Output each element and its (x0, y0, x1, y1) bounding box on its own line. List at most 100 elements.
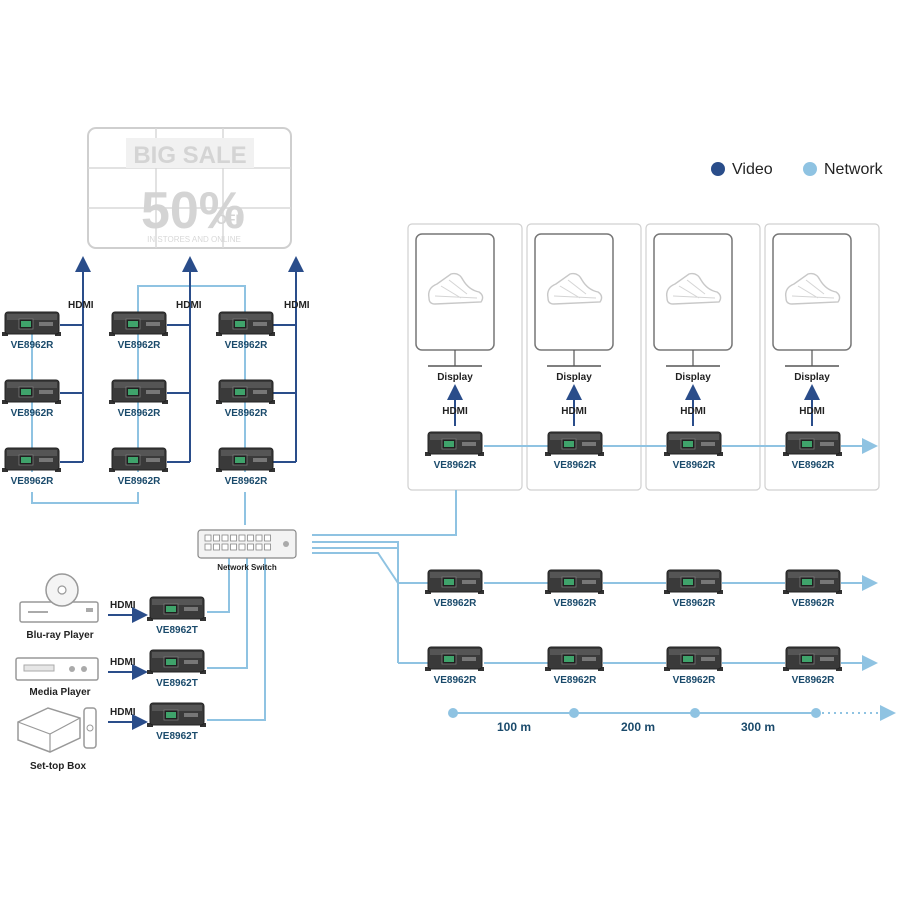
hdmi-label-bluray: HDMI (110, 600, 136, 611)
receiver-label: VE8962R (118, 476, 162, 487)
transmitter-label: VE8962T (156, 678, 198, 689)
display-screen (415, 233, 495, 351)
video-legend-label: Video (732, 161, 773, 178)
switch-port (213, 534, 220, 542)
receiver-label: VE8962R (673, 460, 717, 471)
display-screen (772, 233, 852, 351)
display-label: Display (794, 372, 830, 383)
receiver-device: VE8962R (2, 379, 61, 419)
network-trunks (312, 438, 878, 671)
receiver-device: VE8962R (216, 447, 275, 487)
wall-percent: 50% (141, 182, 245, 240)
bluray-label: Blu-ray Player (26, 630, 93, 641)
bluray-player-icon (19, 573, 99, 623)
video-wall: BIG SALE 50% OFF IN STORES AND ONLINE (87, 127, 292, 249)
receiver-device: VE8962R (2, 311, 61, 351)
network-legend-label: Network (824, 161, 884, 178)
display-label: Display (675, 372, 711, 383)
receiver-label: VE8962R (11, 408, 55, 419)
network-switch: Network Switch (197, 529, 297, 572)
switch-port (264, 543, 271, 551)
transmitter-device: VE8962T (147, 702, 206, 742)
display-screen (534, 233, 614, 351)
wall-off: OFF (216, 211, 244, 227)
receiver-label: VE8962R (225, 340, 269, 351)
media-player-icon (15, 657, 99, 681)
receiver-device: VE8962R (664, 646, 723, 686)
switch-port (221, 543, 229, 551)
legend: Video Network (711, 161, 884, 178)
video-legend-dot (711, 162, 725, 176)
receiver-device: VE8962R (545, 431, 604, 471)
receiver-device: VE8962R (545, 569, 604, 609)
transmitter-label: VE8962T (156, 625, 198, 636)
switch-port (255, 534, 263, 542)
switch-port (255, 543, 263, 551)
transmitter-label: VE8962T (156, 731, 198, 742)
hdmi-label-settop: HDMI (110, 707, 136, 718)
distance-marker-1 (569, 708, 579, 718)
hdmi-label-wall-3: HDMI (284, 300, 310, 311)
hdmi-label-display: HDMI (442, 406, 468, 417)
switch-led (283, 541, 289, 547)
hdmi-label-display: HDMI (561, 406, 587, 417)
receiver-device: VE8962R (664, 431, 723, 471)
switch-port (238, 534, 246, 542)
transmitter-device: VE8962T (147, 649, 206, 689)
hdmi-label-wall-2: HDMI (176, 300, 202, 311)
receiver-device: VE8962R (425, 569, 484, 609)
receiver-label: VE8962R (434, 675, 478, 686)
hdmi-label-display: HDMI (799, 406, 825, 417)
hdmi-label-media: HDMI (110, 657, 136, 668)
switch-port (204, 543, 212, 551)
shoe-icon (665, 272, 722, 305)
switch-port (238, 543, 246, 551)
switch-port (213, 543, 220, 551)
receiver-device: VE8962R (216, 379, 275, 419)
distance-marker-2 (690, 708, 700, 718)
distance-label-200: 200 m (621, 720, 655, 734)
distance-marker-3 (811, 708, 821, 718)
receiver-label: VE8962R (792, 598, 836, 609)
receiver-label: VE8962R (554, 460, 598, 471)
set-top-box-label: Set-top Box (30, 761, 87, 772)
switch-port (230, 534, 237, 542)
receiver-device: VE8962R (545, 646, 604, 686)
display-label: Display (437, 372, 473, 383)
receiver-label: VE8962R (673, 598, 717, 609)
transmitter-device: VE8962T (147, 596, 206, 636)
receiver-device: VE8962R (664, 569, 723, 609)
wall-caption: IN STORES AND ONLINE (147, 235, 241, 244)
distance-label-100: 100 m (497, 720, 531, 734)
source-devices: Blu-ray Player Media Player Set-top Box (15, 573, 99, 772)
distance-marker-0 (448, 708, 458, 718)
hdmi-label-wall-1: HDMI (68, 300, 94, 311)
receiver-label: VE8962R (792, 460, 836, 471)
receiver-device: VE8962R (783, 646, 842, 686)
transmitter-connections: HDMI HDMI HDMI (108, 558, 266, 730)
receiver-device: VE8962R (783, 431, 842, 471)
distance-label-300: 300 m (741, 720, 775, 734)
network-switch-label: Network Switch (217, 563, 277, 572)
switch-port (247, 543, 254, 551)
receiver-label: VE8962R (118, 408, 162, 419)
switch-port (247, 534, 254, 542)
receiver-label: VE8962R (225, 408, 269, 419)
receiver-label: VE8962R (554, 598, 598, 609)
receiver-label: VE8962R (118, 340, 162, 351)
receiver-device: VE8962R (216, 311, 275, 351)
shoe-icon (546, 272, 603, 305)
media-player-label: Media Player (29, 687, 90, 698)
switch-port (221, 534, 229, 542)
network-switch-icon (197, 529, 297, 559)
receiver-label: VE8962R (11, 476, 55, 487)
shoe-icon (784, 272, 841, 305)
receiver-device: VE8962R (109, 311, 168, 351)
receiver-label: VE8962R (792, 675, 836, 686)
receiver-label: VE8962R (434, 598, 478, 609)
receiver-label: VE8962R (434, 460, 478, 471)
receiver-device: VE8962R (783, 569, 842, 609)
